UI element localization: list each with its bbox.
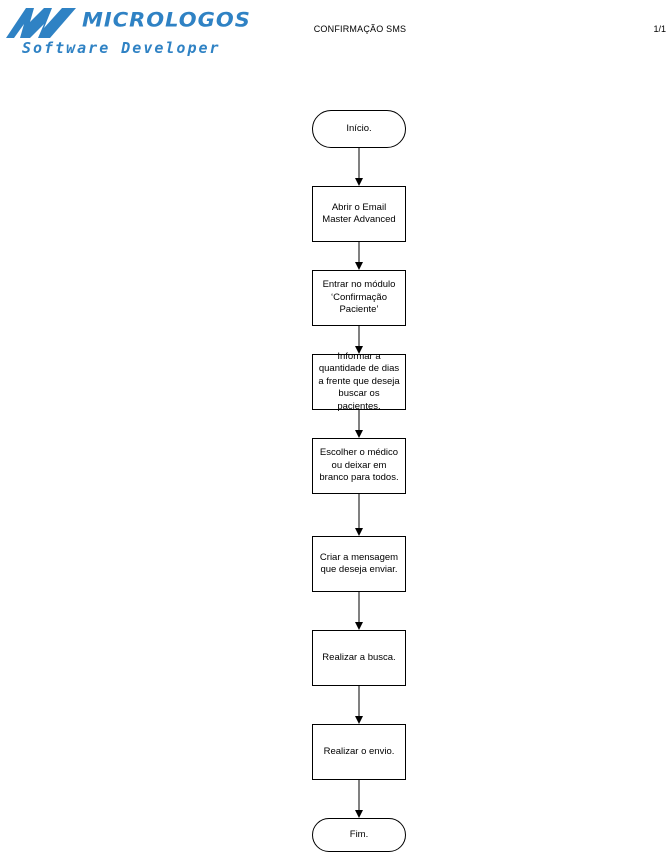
document-title: CONFIRMAÇÃO SMS — [313, 24, 407, 34]
company-logo: Micrologos Software Developer — [4, 2, 250, 60]
step-enter-confirmation-module: Entrar no módulo ‘Confirmação Paciente’ — [312, 270, 406, 326]
end-terminator: Fim. — [312, 818, 406, 852]
brand-tagline: Software Developer — [22, 39, 221, 57]
start-terminator: Início. — [312, 110, 406, 148]
step-open-email-master: Abrir o Email Master Advanced — [312, 186, 406, 242]
page-indicator: 1/1 — [653, 24, 666, 34]
brand-name: Micrologos — [82, 8, 251, 32]
step-perform-send: Realizar o envio. — [312, 724, 406, 780]
step-create-message: Criar a mensagem que deseja enviar. — [312, 536, 406, 592]
step-perform-search: Realizar a busca. — [312, 630, 406, 686]
step-choose-doctor: Escolher o médico ou deixar em branco pa… — [312, 438, 406, 494]
logo-mark-icon — [6, 8, 76, 38]
step-set-days-ahead: Informar a quantidade de dias a frente q… — [312, 351, 406, 412]
